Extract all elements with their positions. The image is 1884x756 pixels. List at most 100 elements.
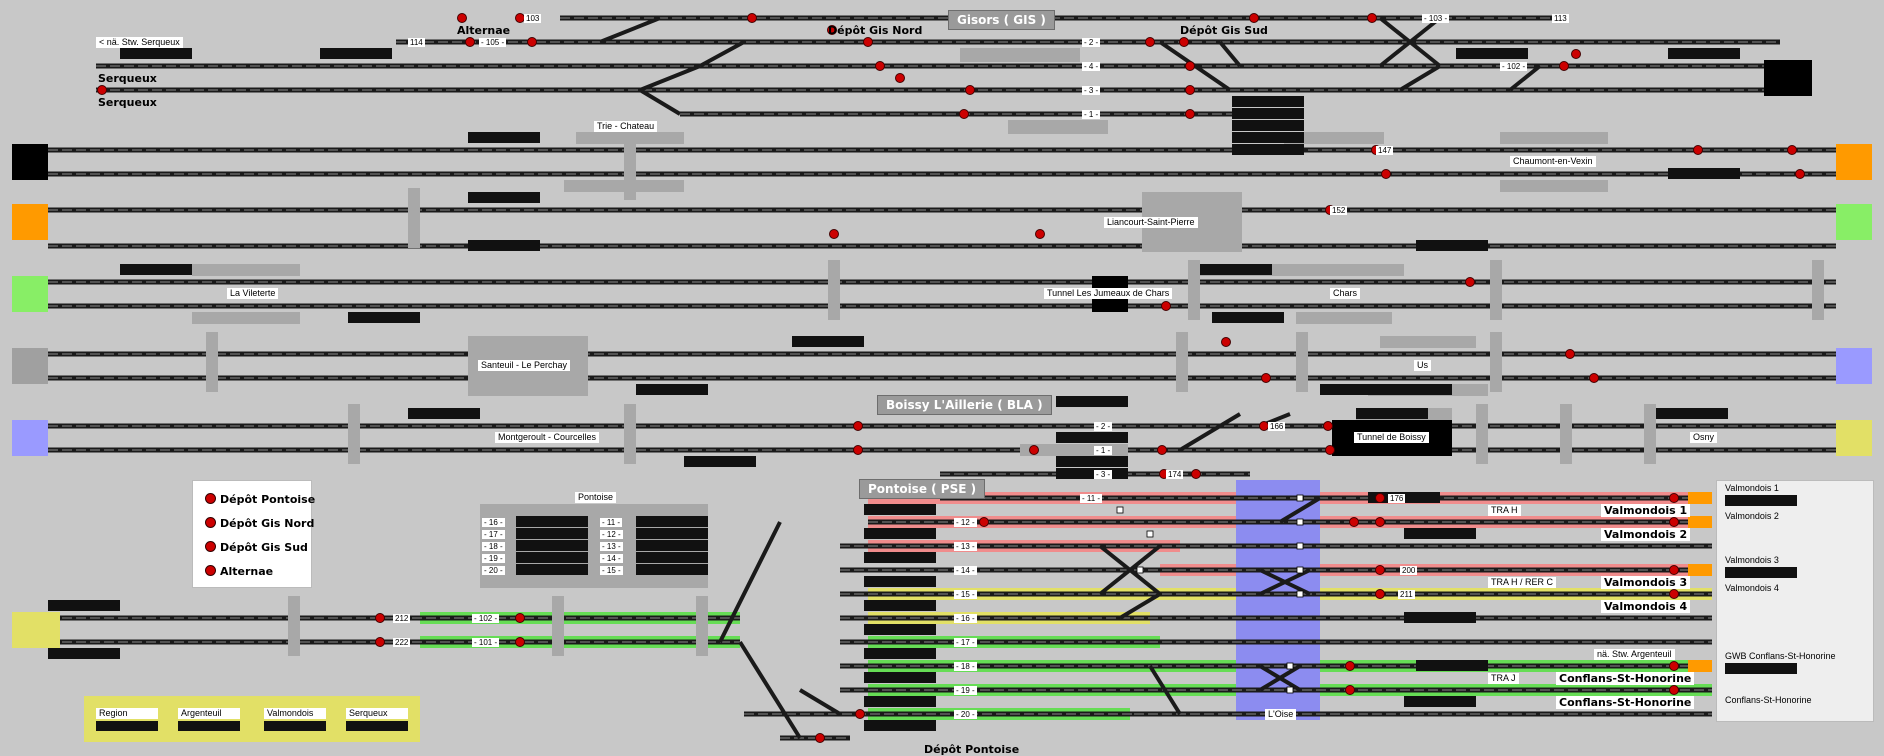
train-number-display[interactable] (864, 552, 936, 563)
signal-icon[interactable] (1185, 109, 1195, 119)
train-number-display[interactable] (1404, 528, 1476, 539)
signal-icon[interactable] (827, 25, 837, 35)
signal-icon[interactable] (853, 445, 863, 455)
signal-icon[interactable] (1787, 145, 1797, 155)
track-switch[interactable] (1259, 568, 1311, 596)
train-number-display[interactable] (1404, 612, 1476, 623)
signal-icon[interactable] (1325, 445, 1335, 455)
exit-conflans[interactable]: Conflans-St-Honorine (1725, 695, 1812, 705)
train-number-display[interactable] (864, 576, 936, 587)
train-number-display[interactable] (1380, 384, 1452, 395)
signal-icon[interactable] (1157, 445, 1167, 455)
track-switch[interactable] (638, 88, 682, 116)
signal-icon[interactable] (1669, 565, 1679, 575)
train-number-display[interactable] (120, 48, 192, 59)
exit-valmondois-3[interactable]: Valmondois 3 (1725, 555, 1797, 578)
signal-icon[interactable] (1669, 517, 1679, 527)
signal-icon[interactable] (1375, 565, 1385, 575)
signal-icon[interactable] (1375, 493, 1385, 503)
signal-icon[interactable] (1345, 661, 1355, 671)
train-number-display[interactable] (636, 516, 708, 527)
train-number-display[interactable] (636, 540, 708, 551)
signal-icon[interactable] (1465, 277, 1475, 287)
train-number-display[interactable] (1232, 120, 1304, 131)
signal-icon[interactable] (1249, 13, 1259, 23)
train-number-display[interactable] (1056, 432, 1128, 443)
train-number-display[interactable] (1056, 468, 1128, 479)
signal-icon[interactable] (1565, 349, 1575, 359)
signal-icon[interactable] (1669, 493, 1679, 503)
train-number-display[interactable] (1056, 456, 1128, 467)
signal-icon[interactable] (1349, 517, 1359, 527)
train-number-display[interactable] (684, 456, 756, 467)
signal-icon[interactable] (1375, 589, 1385, 599)
signal-icon[interactable] (875, 61, 885, 71)
train-number-display[interactable] (48, 648, 120, 659)
signal-icon[interactable] (97, 85, 107, 95)
train-number-display[interactable] (468, 192, 540, 203)
signal-icon[interactable] (1035, 229, 1045, 239)
track-switch[interactable] (798, 688, 842, 716)
signal-icon[interactable] (863, 37, 873, 47)
track-switch[interactable] (738, 640, 802, 740)
track-switch[interactable] (1398, 64, 1442, 92)
destination-valmondois-4[interactable]: Valmondois 4 (1601, 600, 1691, 613)
train-number-display[interactable] (1212, 312, 1284, 323)
train-number-display[interactable] (1056, 396, 1128, 407)
train-number-display[interactable] (864, 696, 936, 707)
signal-icon[interactable] (829, 229, 839, 239)
track-switch[interactable] (1148, 664, 1182, 716)
signal-icon[interactable] (1179, 37, 1189, 47)
exit-valmondois-2[interactable]: Valmondois 2 (1725, 511, 1779, 521)
train-number-display[interactable] (516, 552, 588, 563)
signal-icon[interactable] (815, 733, 825, 743)
train-number-display[interactable] (516, 540, 588, 551)
train-number-display[interactable] (864, 600, 936, 611)
train-number-display[interactable] (1404, 696, 1476, 707)
track-switch[interactable] (1178, 412, 1242, 452)
train-number-display[interactable] (792, 336, 864, 347)
track-switch[interactable] (699, 40, 745, 68)
signal-icon[interactable] (515, 613, 525, 623)
signal-icon[interactable] (515, 637, 525, 647)
signal-icon[interactable] (1161, 301, 1171, 311)
train-number-display[interactable] (1232, 108, 1304, 119)
signal-icon[interactable] (1669, 589, 1679, 599)
signal-icon[interactable] (1381, 169, 1391, 179)
destination-conflans-2[interactable]: Conflans-St-Honorine (1556, 696, 1695, 709)
signal-icon[interactable] (375, 613, 385, 623)
signal-icon[interactable] (1191, 469, 1201, 479)
train-number-display[interactable] (516, 564, 588, 575)
signal-icon[interactable] (959, 109, 969, 119)
track-switch[interactable] (1218, 40, 1242, 68)
signal-icon[interactable] (1185, 85, 1195, 95)
signal-icon[interactable] (1029, 445, 1039, 455)
train-number-display[interactable] (1416, 660, 1488, 671)
legend-item-depot-gis-nord[interactable]: Dépôt Gis Nord (205, 517, 314, 530)
train-number-display[interactable] (120, 264, 192, 275)
track-switch[interactable] (1508, 64, 1542, 92)
train-number-display[interactable] (320, 48, 392, 59)
track-switch[interactable] (1278, 496, 1322, 524)
signal-icon[interactable] (855, 709, 865, 719)
train-number-display[interactable] (864, 528, 936, 539)
train-number-display[interactable] (468, 132, 540, 143)
train-number-display[interactable] (408, 408, 480, 419)
train-number-display[interactable] (636, 564, 708, 575)
train-number-display[interactable] (1416, 240, 1488, 251)
train-number-display[interactable] (864, 720, 936, 731)
train-number-display[interactable] (864, 648, 936, 659)
signal-icon[interactable] (457, 13, 467, 23)
signal-icon[interactable] (1185, 61, 1195, 71)
signal-icon[interactable] (1367, 13, 1377, 23)
signal-icon[interactable] (1669, 685, 1679, 695)
destination-conflans-1[interactable]: Conflans-St-Honorine (1556, 672, 1695, 685)
signal-icon[interactable] (1345, 685, 1355, 695)
signal-icon[interactable] (979, 517, 989, 527)
train-number-display[interactable] (864, 624, 936, 635)
signal-icon[interactable] (1261, 373, 1271, 383)
train-number-display[interactable] (468, 240, 540, 251)
train-number-display[interactable] (636, 528, 708, 539)
destination-valmondois-1[interactable]: Valmondois 1 (1601, 504, 1691, 517)
signal-icon[interactable] (375, 637, 385, 647)
